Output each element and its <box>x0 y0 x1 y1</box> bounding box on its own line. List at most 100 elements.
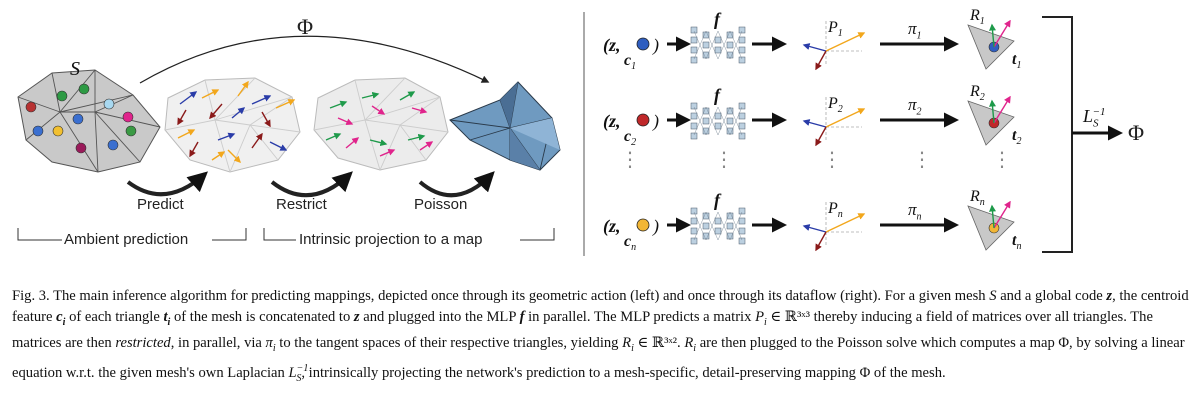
caption-ri: Ri <box>622 334 634 354</box>
dataflow-row <box>636 200 1015 252</box>
z-code-close: ) <box>653 216 659 236</box>
centroid-dots <box>25 83 137 154</box>
caption-laplacian: L−1S <box>288 363 308 384</box>
predict-label: Predict <box>137 196 184 213</box>
ambient-bracket <box>17 228 247 241</box>
p-matrix-label: P2 <box>828 95 843 116</box>
restrict-curve <box>270 171 353 198</box>
centroid-feature-dot <box>636 218 650 232</box>
p-vec-2 <box>802 43 827 52</box>
dataflow-rows <box>636 19 1015 252</box>
vertical-ellipsis: ⋮ <box>992 149 1012 171</box>
caption-part-11: to the tangent spaces of their respectiv… <box>275 334 623 351</box>
phi-arc <box>139 35 490 84</box>
p-vec-3 <box>815 231 827 252</box>
t-triangle-label: t1 <box>1012 51 1022 72</box>
caption-ri2-sub: i <box>693 342 697 354</box>
mlp-f-label: f <box>714 190 720 210</box>
z-code-close: ) <box>653 111 659 131</box>
dataflow-row <box>636 95 1015 147</box>
caption-part-5: of the mesh is concatenated to <box>170 308 354 325</box>
centroid-feature-dot <box>636 113 650 127</box>
restricted-mesh <box>313 77 449 171</box>
t-triangle-label: t2 <box>1012 127 1022 148</box>
centroid-feature-dot <box>636 37 650 51</box>
r-vec-1 <box>993 200 1011 229</box>
r-vec-2 <box>989 23 996 48</box>
r-vec-2 <box>989 204 996 229</box>
r-matrix-label: Rn <box>970 188 985 209</box>
caption-part-8: ∈ ℝ³ˣ³ thereby inducing a field of matri… <box>12 308 1153 351</box>
mlp-f-label: f <box>714 85 720 105</box>
caption-projection-sub: i <box>272 342 276 354</box>
r-vec-1 <box>993 95 1011 124</box>
dataflow-row <box>636 19 1015 71</box>
r-matrix-label: R1 <box>970 7 985 28</box>
r-vec-1 <box>993 19 1011 48</box>
caption-projection: πi <box>265 334 276 354</box>
phi-out-label: Φ <box>1128 120 1145 145</box>
z-code-label: (z, <box>603 35 621 55</box>
p-vec-1 <box>825 108 866 128</box>
caption-ri-base: R <box>622 334 632 351</box>
r-matrix-label: R2 <box>970 83 985 104</box>
mesh-s-label: S <box>70 58 80 80</box>
vertical-ellipsis: ⋮ <box>822 149 842 171</box>
caption-ti-sub: i <box>167 316 171 328</box>
caption-part-14: , intrinsically projecting the network's… <box>301 365 946 382</box>
vertical-ellipsis: ⋮ <box>714 149 734 171</box>
projection-label: π2 <box>908 95 922 118</box>
caption-pi-sub: i <box>763 316 767 328</box>
mlp-network <box>690 207 746 245</box>
intrinsic-label: Intrinsic projection to a map <box>299 231 483 248</box>
caption-ci-sub: i <box>62 316 66 328</box>
caption-f: f <box>519 308 525 325</box>
caption-part-7: in parallel. The MLP predicts a matrix <box>524 308 756 325</box>
vertical-ellipsis: ⋮ <box>912 149 932 171</box>
centroid-feature-label: c1 <box>624 52 637 73</box>
p-vec-3 <box>815 50 827 71</box>
caption-pi-base: P <box>755 308 764 325</box>
mlp-f-label: f <box>714 9 720 29</box>
centroid-feature-label: c2 <box>624 128 637 149</box>
caption-part-2: and a global code <box>996 288 1107 304</box>
caption-part-13: are then plugged to the Poisson solve wh… <box>12 334 1185 382</box>
inv-laplacian-label: LS−1 <box>1083 106 1111 130</box>
p-vec-1 <box>825 213 866 233</box>
inv-laplacian-l: L <box>1083 106 1094 126</box>
mlp-network <box>690 26 746 64</box>
predict-curve <box>126 171 208 197</box>
caption-ti-base: t <box>163 308 168 325</box>
output-mesh <box>449 81 561 171</box>
poisson-curve <box>418 171 495 198</box>
caption-pi-matrix: Pi <box>755 308 767 328</box>
z-code-close: ) <box>653 35 659 55</box>
caption-part-10: , in parallel, via <box>170 334 266 351</box>
intrinsic-bracket <box>263 228 555 241</box>
caption-ti: ti <box>163 308 171 328</box>
caption-ri-2: Ri <box>684 334 697 354</box>
caption-projection-base: π <box>265 334 273 351</box>
caption-laplacian-sup: −1 <box>296 363 309 375</box>
caption-z: z <box>1106 288 1113 304</box>
inv-laplacian-sub: S <box>1093 117 1099 130</box>
figure-graphics <box>17 12 1123 256</box>
caption-part-6: and plugged into the MLP <box>359 308 520 325</box>
caption-mesh-symbol: S <box>989 288 997 304</box>
r-vec-2 <box>989 99 996 124</box>
z-code-label: (z, <box>603 111 621 131</box>
caption-ci: ci <box>56 309 66 328</box>
t-triangle-label: tn <box>1012 232 1022 253</box>
caption-ri2-base: R <box>684 334 694 351</box>
projection-label: π1 <box>908 19 922 42</box>
vertical-ellipsis: ⋮ <box>620 149 640 171</box>
p-vec-2 <box>802 119 827 128</box>
ambient-label: Ambient prediction <box>64 231 189 248</box>
caption-part-3: , the centroid feature <box>12 288 1189 325</box>
figure: Φ S Predict Restrict Poisson Ambient pre… <box>17 7 1145 256</box>
collect-bracket <box>1042 16 1073 253</box>
inv-laplacian-sup: −1 <box>1092 106 1106 118</box>
projection-label: πn <box>908 200 922 223</box>
p-vec-1 <box>825 32 866 52</box>
caption-restricted: restricted <box>115 334 171 351</box>
